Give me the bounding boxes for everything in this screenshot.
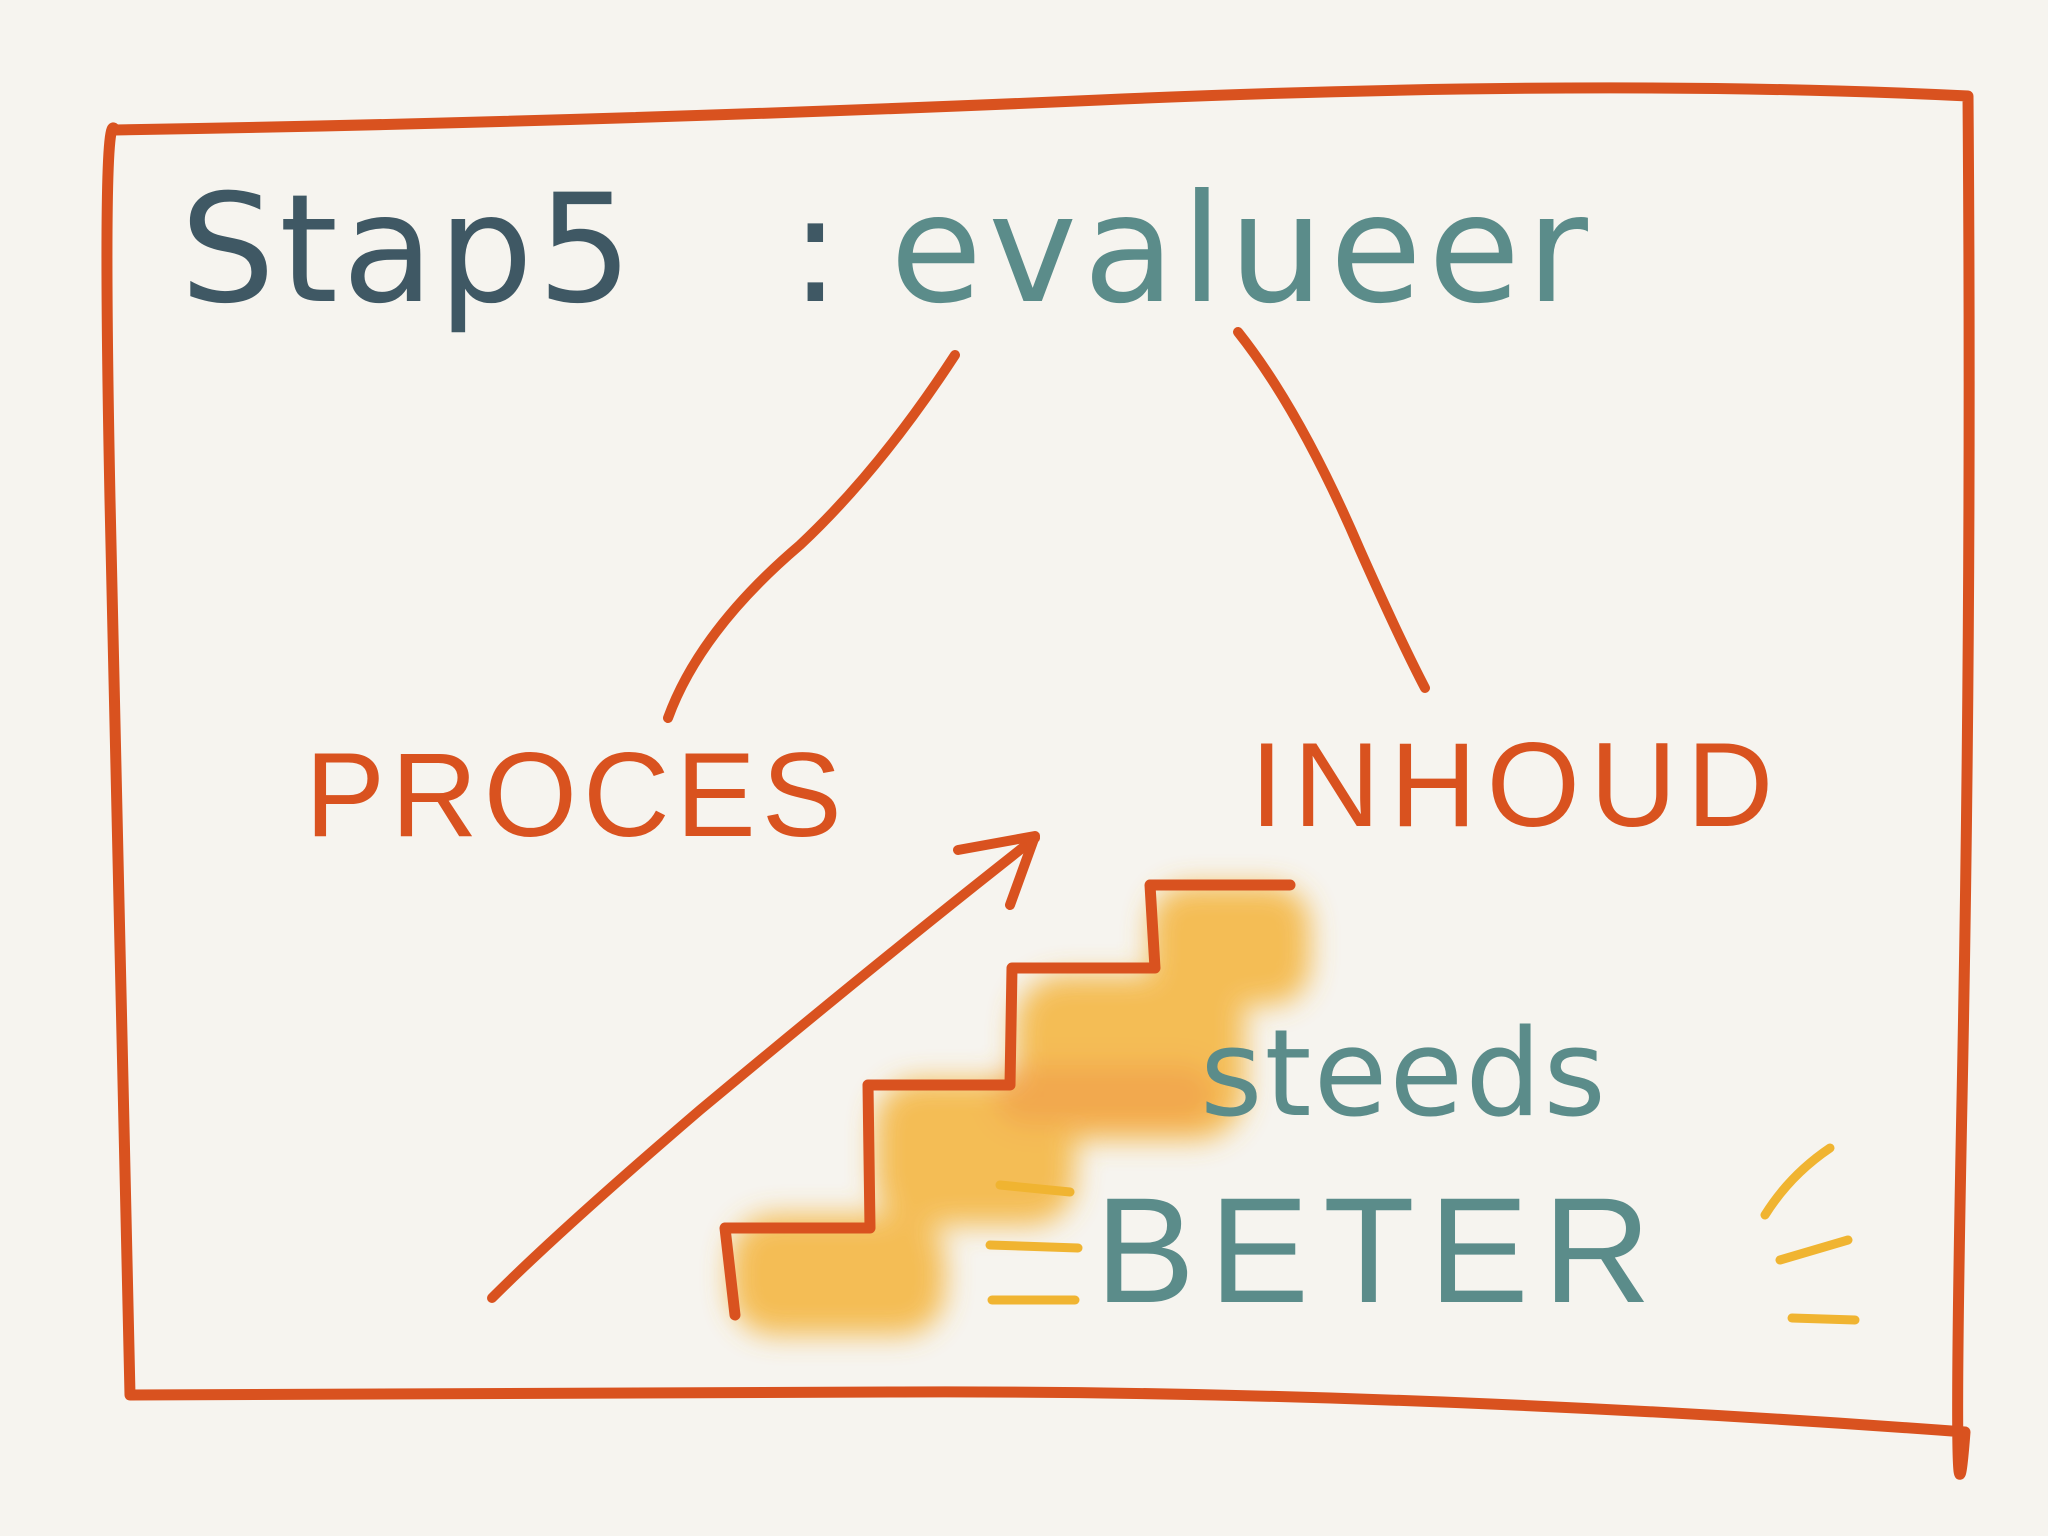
branch-label-inhoud: INHOUD bbox=[1250, 718, 1784, 852]
stairs-icon bbox=[719, 879, 1296, 1321]
branch-line-left bbox=[663, 350, 960, 723]
branch-label-proces: PROCES bbox=[305, 728, 848, 862]
emphasis-dashes-left bbox=[985, 1180, 1083, 1305]
emphasis-marks-right bbox=[1760, 1143, 1860, 1325]
stairs-highlight bbox=[730, 885, 1310, 1335]
improvement-line-1: steeds bbox=[1200, 1005, 1608, 1144]
outer-frame bbox=[101, 82, 1975, 1480]
title-action: evalueer bbox=[890, 163, 1594, 337]
title-separator: : bbox=[790, 163, 841, 337]
branch-line-right bbox=[1233, 327, 1430, 693]
improvement-line-2: BETER bbox=[1095, 1166, 1666, 1334]
title-step: Stap5 bbox=[180, 163, 637, 337]
arrow-up-right-icon bbox=[487, 831, 1040, 1303]
